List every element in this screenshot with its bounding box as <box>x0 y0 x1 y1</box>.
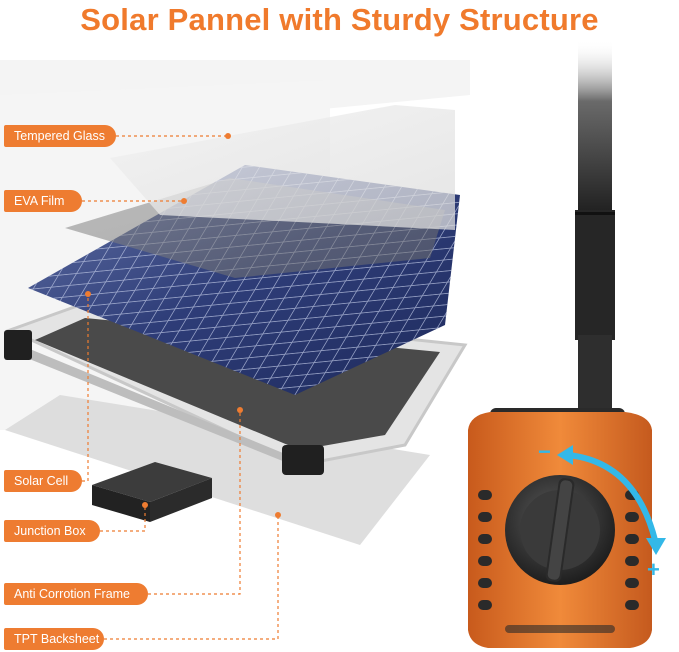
rotation-arrow <box>557 445 666 555</box>
water-pump <box>468 408 652 648</box>
tpt-backsheet-layer <box>5 395 430 545</box>
frame-corner <box>282 445 324 475</box>
label-tempered-glass: Tempered Glass <box>4 125 116 147</box>
frame-corner <box>4 330 32 360</box>
increase-sign: + <box>647 557 660 582</box>
junction-box <box>92 462 212 522</box>
tempered-glass-layer <box>110 105 455 230</box>
label-tpt-backsheet: TPT Backsheet <box>4 628 104 650</box>
page-title: Solar Pannel with Sturdy Structure <box>80 2 599 37</box>
decrease-sign: − <box>538 439 551 464</box>
label-junction-box: Junction Box <box>4 520 100 542</box>
leader-lines <box>82 135 279 640</box>
label-solar-cell: Solar Cell <box>4 470 82 492</box>
label-anti-corrosion-frame: Anti Corrotion Frame <box>4 583 148 605</box>
label-eva-film: EVA Film <box>4 190 82 212</box>
vent-slots <box>478 490 639 633</box>
leader-dots <box>85 133 281 518</box>
pump-pipe <box>575 40 615 417</box>
